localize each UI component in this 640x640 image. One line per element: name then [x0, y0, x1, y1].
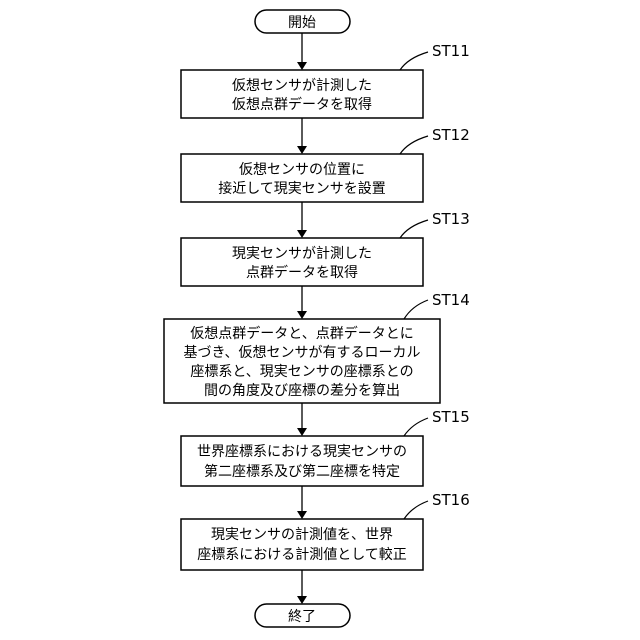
step-st13-line-2: 点群データを取得 [246, 264, 358, 281]
step-st11: 仮想センサが計測した 仮想点群データを取得 ST11 [181, 42, 470, 118]
step-st16: 現実センサの計測値を、世界 座標系における計測値として較正 ST16 [181, 491, 470, 570]
arrow-st15-to-st16 [297, 486, 307, 519]
step-st12-leader [400, 136, 428, 154]
step-st15-line-1: 世界座標系における現実センサの [197, 444, 407, 460]
step-st14-leader [404, 300, 428, 319]
step-st13-line-1: 現実センサが計測した [232, 246, 372, 262]
step-st13-id: ST13 [432, 210, 470, 228]
start-terminal: 開始 [255, 10, 350, 33]
step-st14-line-3: 座標系と、現実センサの座標系との [190, 364, 413, 380]
step-st15: 世界座標系における現実センサの 第二座標系及び第二座標を特定 ST15 [181, 408, 470, 486]
step-st12: 仮想センサの位置に 接近して現実センサを設置 ST12 [181, 126, 470, 202]
step-st14-id: ST14 [432, 291, 470, 309]
step-st16-leader [404, 501, 428, 519]
step-st16-id: ST16 [432, 491, 470, 509]
step-st11-leader [400, 52, 428, 70]
arrow-st13-to-st14 [297, 286, 307, 319]
step-st12-id: ST12 [432, 126, 470, 144]
step-st14-line-1: 仮想点群データと、点群データとに [190, 325, 413, 342]
step-st12-line-2: 接近して現実センサを設置 [218, 180, 386, 197]
end-label: 終了 [288, 609, 316, 625]
step-st16-line-2: 座標系における計測値として較正 [197, 547, 407, 563]
arrow-start-to-st11 [297, 33, 307, 70]
step-st11-line-2: 仮想点群データを取得 [232, 96, 372, 113]
step-st16-line-1: 現実センサの計測値を、世界 [211, 527, 393, 543]
end-terminal: 終了 [255, 604, 350, 627]
arrow-st14-to-st15 [297, 403, 307, 436]
step-st14: 仮想点群データと、点群データとに 基づき、仮想センサが有するローカル 座標系と、… [164, 291, 470, 403]
arrow-st16-to-end [297, 570, 307, 604]
step-st11-id: ST11 [432, 42, 470, 60]
step-st15-id: ST15 [432, 408, 470, 426]
arrow-st12-to-st13 [297, 202, 307, 238]
step-st14-line-2: 基づき、仮想センサが有するローカル [183, 344, 420, 361]
step-st13-leader [400, 220, 428, 238]
step-st14-line-4: 間の角度及び座標の差分を算出 [204, 383, 400, 399]
step-st12-line-1: 仮想センサの位置に [239, 162, 365, 178]
arrow-st11-to-st12 [297, 118, 307, 154]
start-label: 開始 [288, 15, 316, 31]
step-st11-line-1: 仮想センサが計測した [232, 78, 372, 94]
step-st15-leader [404, 418, 428, 436]
step-st15-line-2: 第二座標系及び第二座標を特定 [204, 463, 400, 480]
step-st13: 現実センサが計測した 点群データを取得 ST13 [181, 210, 470, 286]
